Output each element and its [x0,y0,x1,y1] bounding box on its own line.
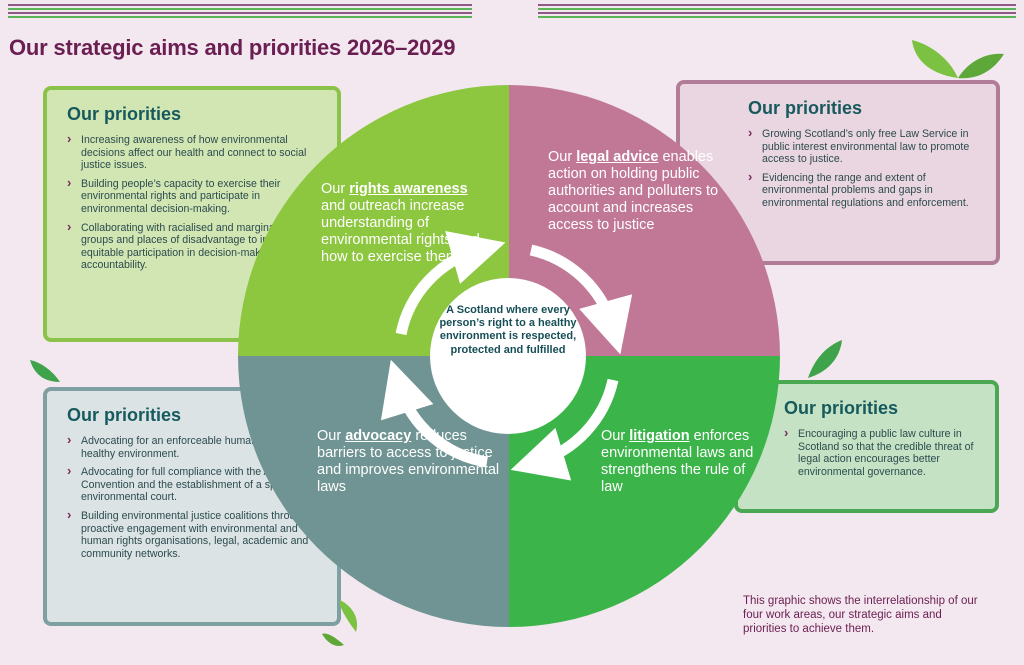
list-item: Collaborating with racialised and margin… [67,221,323,272]
quadrant-advocacy [238,356,509,627]
cycle-arrow [510,378,619,481]
quadrant-litigation [509,356,780,627]
rights-awareness-label: rights awareness [349,181,468,197]
leaf-icon [808,340,842,378]
priorities-heading: Our priorities [748,98,863,118]
list-item: Building people’s capacity to exercise t… [67,177,323,216]
list-item: Advocating for full compliance with the … [67,465,323,504]
leaf-icon [912,40,1004,79]
center-circle [430,278,586,434]
litigation-text: Our litigation enforces environmental la… [601,428,754,495]
priorities-list: Advocating for an enforceable human righ… [67,434,323,560]
advocacy-label: advocacy [345,428,412,444]
page-title: Our strategic aims and priorities 2026–2… [9,35,456,60]
cycle-arrow [395,230,506,336]
quadrant-rights-awareness [238,85,509,356]
priorities-heading: Our priorities [67,104,182,124]
legal-advice-text: Our legal advice enables action on holdi… [548,149,719,233]
graphic-caption: This graphic shows the interrelationship… [743,595,978,635]
leaf-icon [30,360,60,382]
list-item: Building environmental justice coalition… [67,509,323,560]
quadrant-legal-advice [509,85,780,356]
leaf-icon [322,600,358,646]
priorities-heading: Our priorities [67,405,182,425]
list-item: Increasing awareness of how environmenta… [67,133,323,172]
priorities-heading: Our priorities [784,398,899,418]
legal-advice-label: legal advice [576,149,659,165]
cycle-arrow [529,244,633,355]
top-right-stripes [538,4,1016,20]
vision-statement: A Scotland where every person’s right to… [439,304,577,356]
priorities-card-litigation: Our priorities Encouraging a public law … [734,380,999,513]
litigation-label: litigation [629,428,690,444]
priorities-list: Encouraging a public law culture in Scot… [784,427,981,478]
list-item: Encouraging a public law culture in Scot… [784,427,981,478]
priorities-list: Growing Scotland’s only free Law Service… [748,127,982,210]
priorities-list: Increasing awareness of how environmenta… [67,133,323,272]
list-item: Evidencing the range and extent of envir… [748,171,982,210]
list-item: Growing Scotland’s only free Law Service… [748,127,982,166]
advocacy-text: Our advocacy reduces barriers to access … [317,428,500,495]
cycle-arrows-icon [380,230,633,481]
cycle-arrow [380,359,488,468]
list-item: Advocating for an enforceable human righ… [67,434,323,460]
top-left-stripes [8,4,472,20]
rights-awareness-text: Our rights awareness and outreach increa… [321,181,480,265]
